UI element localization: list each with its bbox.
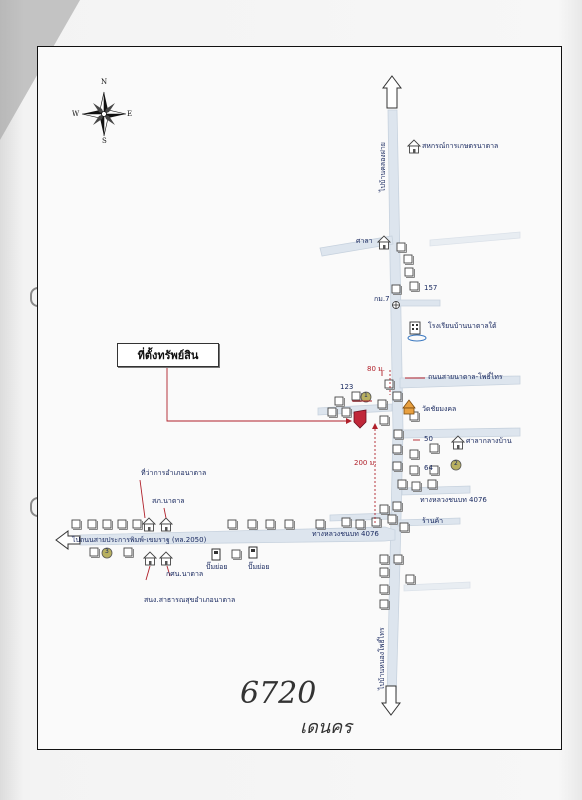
compass-s: S <box>102 137 107 145</box>
coop-label: สหกรณ์การเกษตรนาตาล <box>422 142 499 150</box>
gas-station-2-icon <box>248 546 258 559</box>
marker-circle-2-label: 2 <box>454 460 458 467</box>
distance-200m-label: 200 ม. <box>354 459 377 467</box>
gas-station-1-icon <box>211 548 221 561</box>
house-number-50: 50 <box>424 435 433 443</box>
gas-station-1-label: ปั๊มย่อย <box>206 563 228 571</box>
marker-circle-2 <box>450 459 462 471</box>
west-direction-label: ไปถนนสายประการพิมพ์-เขมราฐ (ทล.2050) <box>72 536 207 544</box>
callout-label: ที่ตั้งทรัพย์สิน <box>137 349 199 362</box>
sala-label: ศาลา <box>356 237 373 245</box>
junction-right-label: ทางหลวงชนบท 4076 <box>420 496 487 504</box>
house-number-64: 64 <box>424 464 433 472</box>
road-network <box>79 109 521 701</box>
key-buildings <box>142 139 465 566</box>
arrow-north <box>382 75 402 109</box>
kor-shor-nor-label: กศน.นาตาล <box>166 570 204 578</box>
km-label: กม.7 <box>374 295 390 303</box>
shop-label: ร้านค้า <box>422 517 444 525</box>
health-office-label: สนง.สาธารณสุขอำเภอนาตาล <box>144 596 236 604</box>
kor-shor-nor-building <box>159 551 173 566</box>
compass-e: E <box>127 110 133 118</box>
compass-n: N <box>101 78 108 86</box>
coop-building <box>407 139 421 154</box>
school-building <box>407 321 427 342</box>
callout-leader-line <box>166 366 348 422</box>
school-label: โรงเรียนบ้านนาตาลใต้ <box>428 322 497 330</box>
compass-rose: N S E W <box>72 78 134 145</box>
marker-circle-1 <box>360 391 372 403</box>
pointer-lines <box>139 366 425 581</box>
compass-star-icon <box>81 91 127 137</box>
handwritten-number: 6720 <box>240 676 317 711</box>
south-direction-label: ไปบ้านหนองโพธิ์ไทร <box>378 627 386 690</box>
shrine-label: ศาลากลางบ้าน <box>466 437 512 445</box>
temple-building <box>402 399 416 415</box>
property-location-callout: ที่ตั้งทรัพย์สิน <box>117 343 219 367</box>
district-office-building <box>142 517 156 532</box>
road-arrows <box>55 75 402 716</box>
compass-w: W <box>72 110 80 118</box>
shrine-building <box>451 435 465 450</box>
marker-circle-1-label: 1 <box>364 392 368 399</box>
numbered-markers <box>101 391 462 559</box>
binder-clip-top <box>30 287 42 307</box>
arrow-south <box>381 685 401 716</box>
gas-station-2-label: ปั๊มย่อย <box>248 563 270 571</box>
marker-circle-3-label: 3 <box>105 548 109 555</box>
handwritten-signature: เดนคร <box>300 717 352 738</box>
map-frame-top-line <box>78 46 548 47</box>
property-marker <box>353 409 367 429</box>
district-office-label: ที่ว่าการอำเภอนาตาล <box>141 469 207 477</box>
distance-80m-label: 80 ม. <box>367 365 385 373</box>
north-direction-label: ไปบ้านคลองฝาย <box>379 142 387 192</box>
health-office-building <box>143 551 157 566</box>
east-road-label: ถนนสายนาตาล-โพธิ์ไทร <box>428 373 503 381</box>
sor-kor-label: สภ.นาตาล <box>152 497 185 505</box>
temple-label: วัดชัยมงคล <box>422 405 457 413</box>
marker-circle-3 <box>101 547 113 559</box>
sor-kor-building <box>159 517 173 532</box>
arrow-west <box>55 530 81 550</box>
house-number-123: 123 <box>340 383 354 391</box>
junction-left-label: ทางหลวงชนบท 4076 <box>312 530 379 538</box>
km-marker-icon <box>392 301 400 309</box>
binder-clip-bottom <box>30 497 42 517</box>
house-number-157: 157 <box>424 284 438 292</box>
